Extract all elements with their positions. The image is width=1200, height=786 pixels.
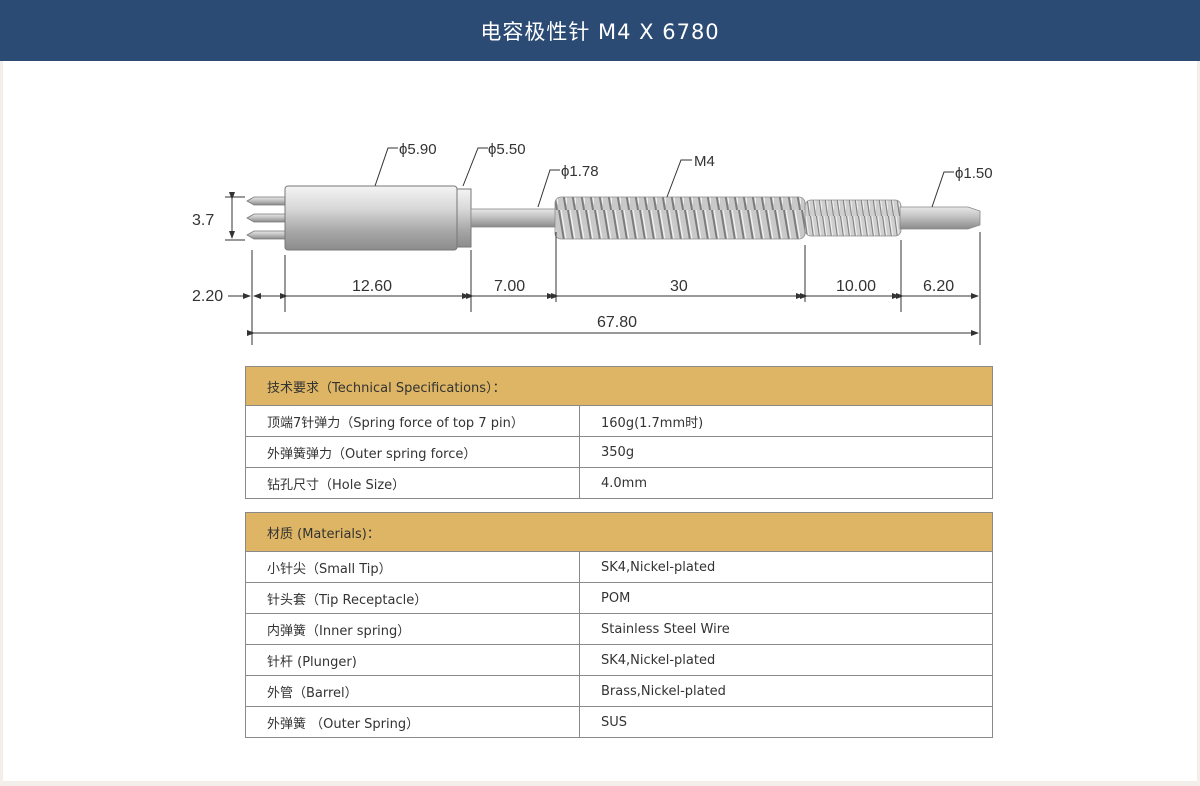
material-value: Brass,Nickel-plated: [579, 675, 993, 707]
spec-value: 350g: [579, 436, 993, 468]
material-value: SK4,Nickel-plated: [579, 644, 993, 676]
table-row: 外管（Barrel） Brass,Nickel-plated: [245, 675, 993, 707]
spec-value: 160g(1.7mm时): [579, 405, 993, 437]
table-row: 针头套（Tip Receptacle） POM: [245, 582, 993, 614]
material-label: 小针尖（Small Tip）: [245, 551, 580, 583]
dia-tip-label: ϕ1.50: [955, 165, 993, 182]
material-label: 外弹簧 （Outer Spring）: [245, 706, 580, 738]
material-label: 外管（Barrel）: [245, 675, 580, 707]
collar: [456, 188, 472, 248]
dim-spring-label: 30: [670, 278, 688, 295]
table-row: 外弹簧弹力（Outer spring force） 350g: [245, 436, 993, 468]
outer-spring: [554, 196, 806, 240]
material-value: SUS: [579, 706, 993, 738]
dim-barrel-label: 12.60: [352, 278, 392, 295]
tech-heading: 技术要求（Technical Specifications）：: [245, 366, 993, 406]
tip-height-label: 3.7: [192, 212, 214, 229]
inner-coil: [804, 199, 902, 237]
material-label: 内弹簧（Inner spring）: [245, 613, 580, 645]
materials-heading: 材质 (Materials)：: [245, 512, 993, 552]
page-title: 电容极性针 M4 X 6780: [480, 19, 720, 44]
dim-tip-label: 2.20: [192, 288, 223, 305]
height-dimension: [225, 192, 245, 241]
dim-coil-label: 10.00: [836, 278, 876, 295]
leader-lines: [374, 147, 954, 208]
table-row: 顶端7针弹力（Spring force of top 7 pin） 160g(1…: [245, 405, 993, 437]
table-row: 小针尖（Small Tip） SK4,Nickel-plated: [245, 551, 993, 583]
thread-label: M4: [694, 153, 715, 170]
table-row: 外弹簧 （Outer Spring） SUS: [245, 706, 993, 738]
table-row: 内弹簧（Inner spring） Stainless Steel Wire: [245, 613, 993, 645]
table-header: 技术要求（Technical Specifications）：: [245, 366, 993, 406]
material-value: Stainless Steel Wire: [579, 613, 993, 645]
material-label: 针杆 (Plunger): [245, 644, 580, 676]
technical-drawing: ϕ5.90 ϕ5.50 ϕ1.78 M4 ϕ1.50 3.7 2.20 12.6…: [192, 141, 993, 345]
materials-table: 材质 (Materials)： 小针尖（Small Tip） SK4,Nicke…: [245, 512, 993, 738]
dim-end-label: 6.20: [923, 278, 954, 295]
spec-label: 钻孔尺寸（Hole Size）: [245, 467, 580, 499]
tech-spec-table: 技术要求（Technical Specifications）： 顶端7针弹力（S…: [245, 366, 993, 499]
material-value: SK4,Nickel-plated: [579, 551, 993, 583]
table-row: 针杆 (Plunger) SK4,Nickel-plated: [245, 644, 993, 676]
end-tip: [899, 206, 981, 230]
material-label: 针头套（Tip Receptacle）: [245, 582, 580, 614]
material-value: POM: [579, 582, 993, 614]
dia-collar-label: ϕ5.50: [488, 141, 526, 158]
dim-plunger-label: 7.00: [494, 278, 525, 295]
dia-barrel-label: ϕ5.90: [399, 141, 437, 158]
dim-total-label: 67.80: [597, 314, 637, 331]
dimension-row: [228, 293, 979, 336]
spec-label: 顶端7针弹力（Spring force of top 7 pin）: [245, 405, 580, 437]
spec-label: 外弹簧弹力（Outer spring force）: [245, 436, 580, 468]
spec-value: 4.0mm: [579, 467, 993, 499]
table-row: 钻孔尺寸（Hole Size） 4.0mm: [245, 467, 993, 499]
plunger: [470, 208, 557, 228]
table-header: 材质 (Materials)：: [245, 512, 993, 552]
barrel: [284, 185, 458, 251]
page-header: 电容极性针 M4 X 6780: [0, 0, 1200, 61]
pin-tips: [246, 196, 286, 240]
extension-lines: [251, 232, 981, 345]
dia-plunger-label: ϕ1.78: [561, 163, 599, 180]
